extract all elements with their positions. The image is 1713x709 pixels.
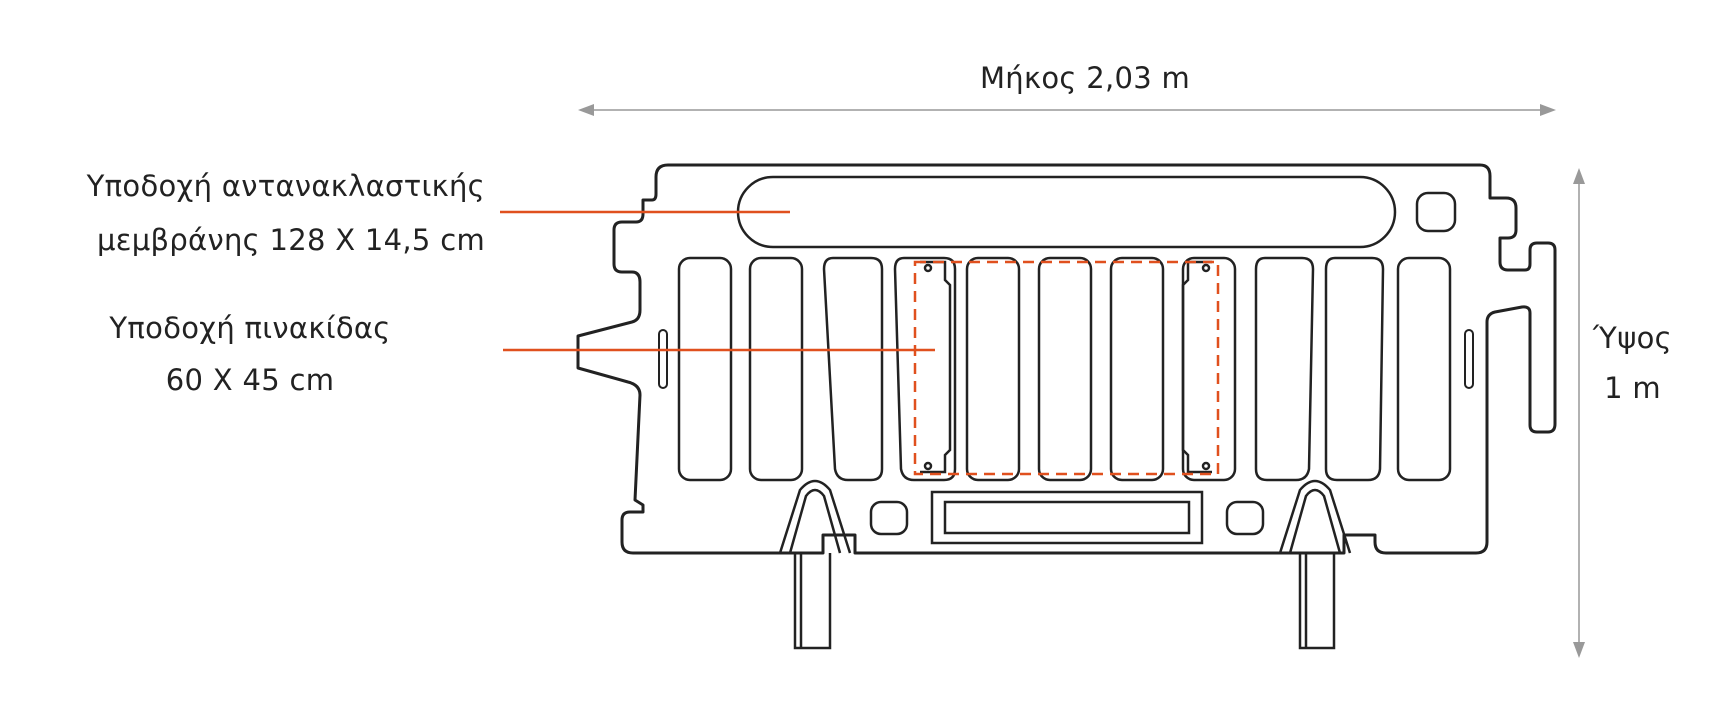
sign-area-outline [913, 260, 1220, 476]
height-label-line2: 1 m [1604, 371, 1661, 405]
sign-callout-line1: Υποδοχή πινακίδας [109, 311, 391, 345]
height-dimension-arrow [1573, 168, 1585, 658]
vertical-slots [677, 256, 1452, 482]
barrier-frame [576, 163, 1557, 555]
membrane-callout-line2: μεμβράνης 128 X 14,5 cm [97, 223, 485, 257]
height-label-line1: Ύψος [1592, 321, 1672, 355]
sign-brackets [920, 260, 1212, 474]
left-side-slit [658, 329, 668, 389]
length-label: Μήκος 2,03 m [979, 61, 1191, 95]
membrane-callout-line1: Υποδοχή αντανακλαστικής [86, 169, 485, 203]
sign-callout-line2: 60 X 45 cm [165, 363, 335, 397]
right-side-slit [1464, 329, 1474, 389]
lower-features [778, 479, 1352, 650]
top-right-hole [1415, 191, 1457, 233]
length-dimension-arrow [578, 104, 1556, 116]
